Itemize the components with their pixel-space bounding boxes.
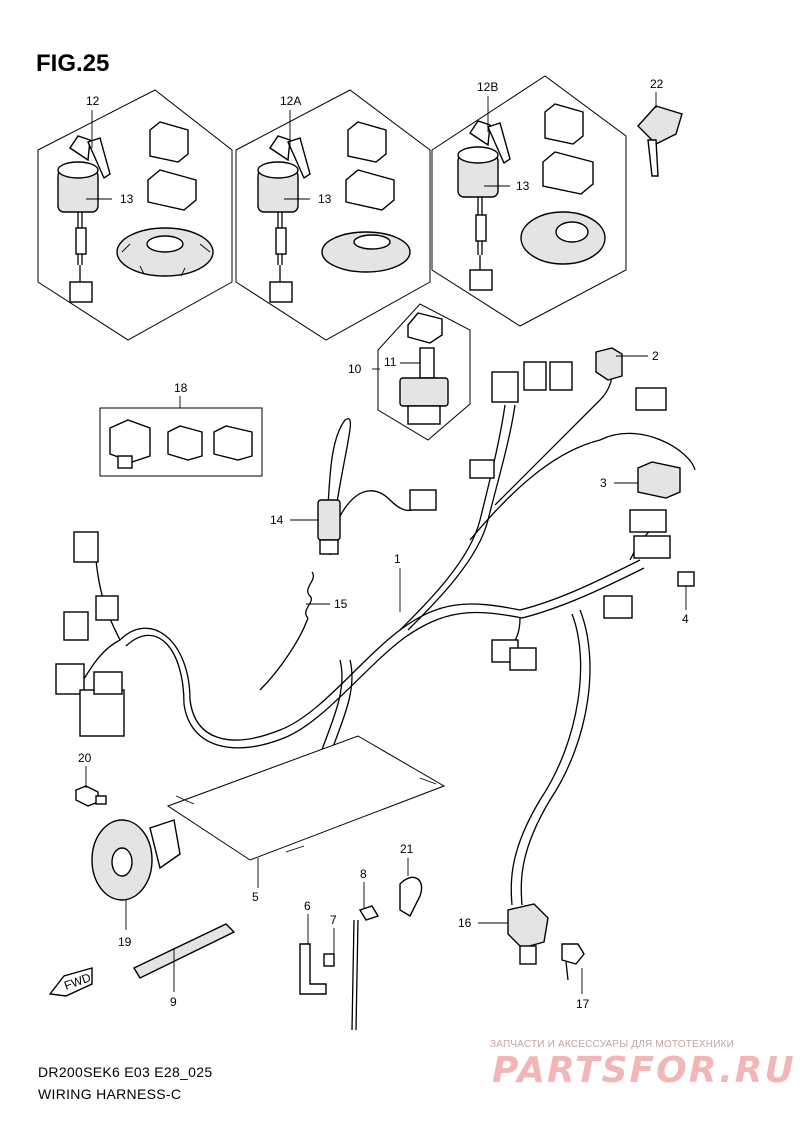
bracket-part-6 (299, 943, 327, 995)
figure-code: DR200SEK6 E03 E28_025 (38, 1064, 213, 1080)
bolt-part-17 (561, 943, 585, 981)
spring-part-15 (259, 571, 314, 691)
bolt-part-20 (75, 785, 107, 807)
callout-10: 10 (348, 362, 362, 376)
clamp-part-21 (399, 876, 423, 917)
callout-19: 19 (118, 935, 132, 949)
callout-labels: 12 12A 12B 22 13 13 13 10 11 18 2 3 4 14… (78, 77, 689, 1011)
watermark-tagline: ЗАПЧАСТИ И АКСЕССУАРЫ ДЛЯ МОТОТЕХНИКИ (490, 1039, 735, 1050)
part-2-connector-cover (595, 347, 623, 381)
callout-17: 17 (576, 997, 590, 1011)
clamp-part-9 (133, 923, 236, 979)
callout-5: 5 (252, 890, 259, 904)
callout-9: 9 (170, 995, 177, 1009)
callout-22: 22 (650, 77, 664, 91)
callout-14: 14 (270, 513, 284, 527)
callout-7: 7 (330, 913, 337, 927)
callout-12b: 12B (477, 80, 498, 94)
callout-11: 11 (384, 355, 397, 369)
forward-direction-icon: FWD (48, 967, 93, 997)
callout-18: 18 (174, 381, 188, 395)
callout-8: 8 (360, 867, 367, 881)
callout-3: 3 (600, 476, 607, 490)
callout-21: 21 (400, 842, 414, 856)
kit-box-12a (235, 89, 431, 341)
kit-box-12b (431, 75, 627, 327)
switch-part-16 (507, 903, 549, 965)
callout-20: 20 (78, 751, 92, 765)
callout-2: 2 (652, 349, 659, 363)
cover-sheet-5 (166, 735, 446, 861)
horn-part-19 (91, 819, 181, 901)
tie-part-8 (351, 905, 380, 1031)
callout-12a: 12A (280, 94, 301, 108)
leader-lines (85, 92, 687, 994)
figure-name: WIRING HARNESS-C (38, 1086, 182, 1102)
switch-part-14 (317, 499, 341, 555)
callout-13-box-12b: 13 (516, 179, 530, 193)
part-4-fuse (677, 571, 695, 587)
callout-15: 15 (334, 597, 348, 611)
figure-title: FIG.25 (36, 50, 110, 77)
wiring-harness-1 (55, 361, 696, 906)
callout-13-box-12a: 13 (318, 192, 332, 206)
callout-13-box-12: 13 (120, 192, 134, 206)
callout-16: 16 (458, 916, 472, 930)
callout-6: 6 (304, 899, 311, 913)
watermark-brand: PARTSFOR.RU (492, 1050, 796, 1091)
callout-1: 1 (394, 552, 401, 566)
callout-4: 4 (682, 612, 689, 626)
screw-part-7 (323, 953, 335, 967)
key-part-22 (637, 105, 683, 177)
callout-12: 12 (86, 94, 100, 108)
part-3-relay (637, 461, 681, 499)
kit-box-12 (37, 89, 233, 341)
connector-kit-box-18 (99, 407, 263, 477)
relay-box-10 (377, 303, 471, 441)
